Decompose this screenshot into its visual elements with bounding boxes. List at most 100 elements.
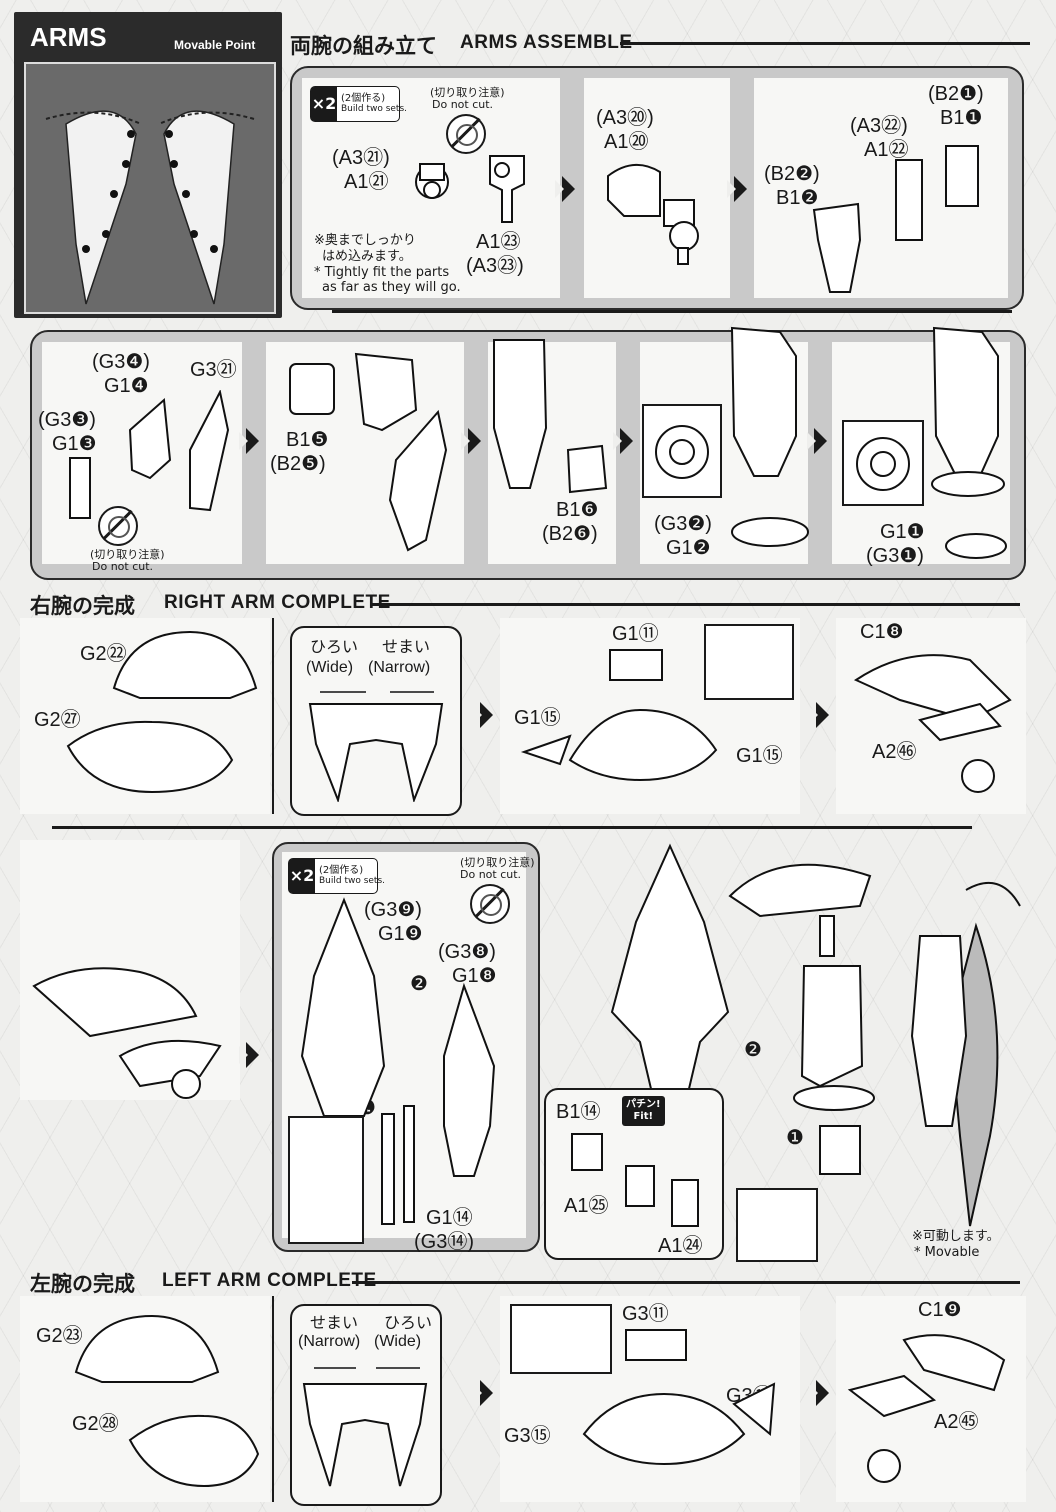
right3-label-2: G1⑮	[514, 707, 561, 729]
build-two-badge: ×2 (2個作る) Build two sets.	[310, 86, 407, 122]
step4-label-3: G3㉑	[190, 359, 237, 381]
movable-point-label: Movable Point	[174, 38, 256, 52]
divider	[332, 310, 1012, 313]
do-not-cut-icon	[470, 884, 510, 924]
wide-label-ja: ひろい	[384, 1315, 433, 1332]
step1-label-1: (A3㉑)	[332, 147, 390, 169]
left-arm-title-en: LEFT ARM COMPLETE	[162, 1270, 377, 1291]
right4-label-2: A2㊻	[872, 741, 917, 763]
step8-label-1: G1❶	[880, 521, 925, 543]
fit-badge-ja: パチン!	[626, 1099, 661, 1110]
movable-note-en: * Movable	[914, 1245, 980, 1260]
right-arm-title-rule	[370, 603, 1020, 606]
step2-label-1: (A3⑳)	[596, 107, 654, 129]
do-not-cut-ja: (切り取り注意)	[460, 856, 535, 869]
fit-badge: パチン!Fit!	[622, 1096, 665, 1126]
mid2-inset	[736, 1188, 818, 1262]
part-forearm-block-drawing	[30, 956, 230, 1126]
step3-label-5: (B2❷)	[764, 163, 820, 185]
part-claw-right-drawing	[306, 684, 446, 802]
fit-badge-en: Fit!	[633, 1111, 654, 1122]
mid-label-2: G1❾	[378, 923, 423, 945]
step3-label-6: B1❷	[776, 187, 819, 209]
narrow-label-ja: せまい	[382, 639, 431, 656]
step7-label-2: G1❷	[666, 537, 711, 559]
step2-label-2: A1⑳	[604, 131, 649, 153]
part-forearm-drawing	[810, 200, 866, 296]
step6-label-1: B1❻	[556, 499, 599, 521]
movable-note-ja: ※可動します。	[912, 1229, 1000, 1244]
step4-label-2: G1❹	[104, 375, 149, 397]
divider	[272, 1296, 274, 1502]
step6-label-2: (B2❻)	[542, 523, 598, 545]
narrow-label-en: (Narrow)	[298, 1333, 361, 1350]
part-shoulder-drawing	[60, 390, 240, 520]
step1-label-4: (A3㉓)	[466, 255, 524, 277]
part-small-joint-drawing	[566, 1130, 706, 1230]
wide-label-en: (Wide)	[374, 1333, 422, 1350]
left3-label-3: G3⑮	[504, 1425, 551, 1447]
step-arrow	[473, 1380, 493, 1406]
step-arrow	[239, 428, 259, 454]
right1-label-1: G2㉒	[80, 643, 127, 665]
fit-note-ja1: ※奥までしっかり	[314, 233, 416, 248]
left1-label-1: G2㉓	[36, 1325, 83, 1347]
do-not-cut-icon	[98, 506, 138, 546]
step7-label-1: (G3❷)	[654, 513, 712, 535]
mid2-label-2: A1㉕	[564, 1195, 609, 1217]
arms-title: ARMS	[30, 22, 107, 52]
do-not-cut-icon	[446, 114, 486, 154]
left3-label-1: G3⑪	[622, 1303, 669, 1325]
part-arm-with-ring-drawing	[720, 326, 812, 566]
part-shield-upper-drawing	[110, 628, 260, 708]
mid-step-marker-1: ❷	[410, 973, 428, 995]
step1-label-3: A1㉓	[476, 231, 521, 253]
mid2-step-marker-2: ❶	[786, 1127, 804, 1149]
assemble-title-en: ARMS ASSEMBLE	[460, 32, 633, 53]
fit-note-en2: as far as they will go.	[322, 280, 461, 295]
wide-label-en: (Wide)	[306, 659, 354, 676]
part-upperarm-drawing	[286, 350, 456, 555]
step7-inset	[642, 404, 722, 498]
mid2-step-marker-1: ❷	[744, 1039, 762, 1061]
step5-label-1: B1❺	[286, 429, 329, 451]
left4-label-1: C1❾	[918, 1299, 962, 1321]
part-wing-drawing	[604, 842, 736, 1114]
step3-label-2: A1㉒	[864, 139, 909, 161]
step-arrow	[613, 428, 633, 454]
left1-label-2: G2㉘	[72, 1413, 119, 1435]
part-arm-shield-drawing	[720, 836, 900, 1176]
step4-label-4: (G3❸)	[38, 409, 96, 431]
part-assembly-drawing	[604, 156, 714, 266]
build-two-en: Build two sets.	[341, 104, 408, 114]
mid2-label-3: A1㉔	[658, 1235, 703, 1257]
mid-label-5: G1⑭	[426, 1207, 473, 1229]
do-not-cut-en: Do not cut.	[92, 560, 154, 573]
step-arrow	[807, 428, 827, 454]
part-cover-drawing	[850, 640, 1020, 800]
part-arm-final-drawing	[900, 866, 1026, 1236]
right4-area	[836, 618, 1026, 814]
part-joint-drawing	[412, 160, 452, 210]
do-not-cut-ja: (切り取り注意)	[90, 548, 165, 561]
part-arm-drawing	[886, 140, 986, 250]
part-arm-complete-drawing	[922, 326, 1016, 562]
divider	[52, 826, 972, 829]
do-not-cut-ja: (切り取り注意)	[430, 86, 505, 99]
narrow-label-ja: せまい	[310, 1315, 359, 1332]
part-body-drawing	[520, 640, 720, 810]
divider	[272, 618, 274, 814]
step-arrow	[473, 702, 493, 728]
do-not-cut-en: Do not cut.	[460, 868, 522, 881]
step-arrow	[809, 1380, 829, 1406]
arms-preview-image	[24, 62, 276, 314]
step8-inset	[842, 420, 924, 506]
mid-label-6: (G3⑭)	[414, 1231, 474, 1253]
build-two-count: ×2	[289, 859, 315, 893]
part-shield-upper-left-drawing	[72, 1312, 222, 1392]
step3-label-1: (A3㉒)	[850, 115, 908, 137]
build-two-en: Build two sets.	[319, 876, 386, 886]
step4-label-1: (G3❹)	[92, 351, 150, 373]
part-cover-left-drawing	[844, 1320, 1014, 1490]
part-arm-block-drawing	[490, 338, 610, 498]
